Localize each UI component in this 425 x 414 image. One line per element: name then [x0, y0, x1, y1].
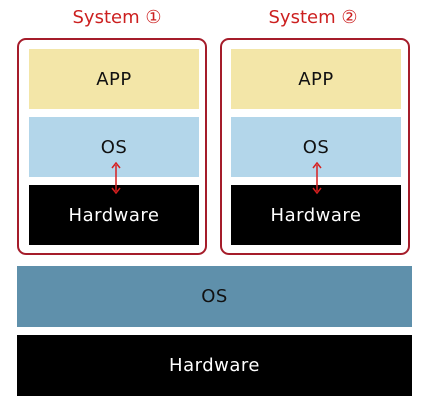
host-hardware-label: Hardware: [169, 355, 260, 376]
double-headed-arrow-icon: [312, 161, 322, 195]
system-1-app-layer: APP: [29, 49, 199, 109]
system-1-hardware-layer: Hardware: [29, 185, 199, 245]
system-2-app-layer: APP: [231, 49, 401, 109]
system-2-frame: [220, 38, 410, 255]
system-2-hardware-layer: Hardware: [231, 185, 401, 245]
host-hardware-layer: Hardware: [17, 335, 412, 396]
double-headed-arrow-icon: [111, 161, 121, 195]
system-1-app-label: APP: [96, 68, 132, 90]
system-1-os-label: OS: [100, 136, 128, 158]
host-os-label: OS: [201, 286, 228, 307]
system-1-os-layer: OS: [29, 117, 199, 177]
system-1-frame: [17, 38, 207, 255]
system-2-title: System ②: [268, 7, 358, 28]
host-os-layer: OS: [17, 266, 412, 327]
system-1-hardware-label: Hardware: [68, 204, 160, 226]
system-1-title: System ①: [72, 7, 162, 28]
system-2-os-layer: OS: [231, 117, 401, 177]
system-2-hardware-label: Hardware: [270, 204, 362, 226]
system-2-os-label: OS: [302, 136, 330, 158]
system-2-app-label: APP: [298, 68, 334, 90]
